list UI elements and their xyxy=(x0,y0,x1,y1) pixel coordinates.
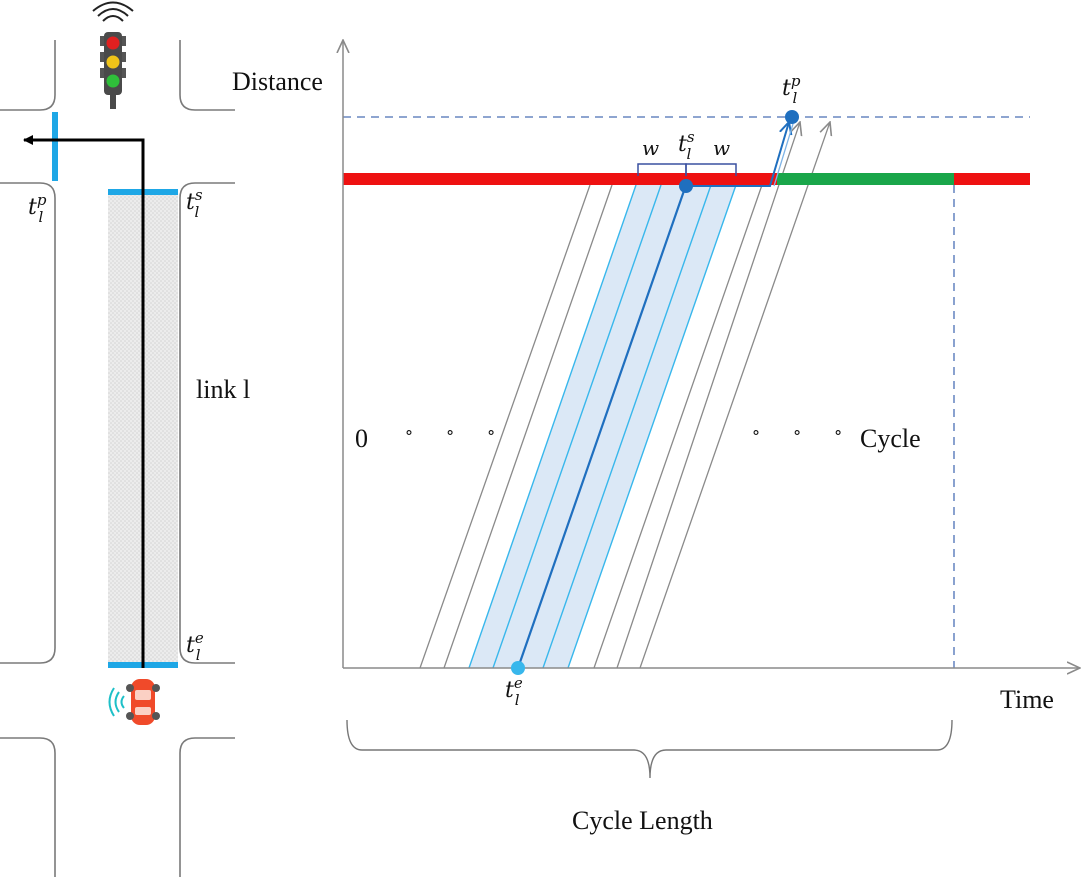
trajectory-light-blue xyxy=(567,184,737,669)
road-edge xyxy=(179,40,235,111)
time-space-diagram: Distance Time 0 ° ° ° ° ° ° Cycle Cycle … xyxy=(232,40,1080,835)
wifi-icon xyxy=(108,687,125,717)
point-tle xyxy=(511,661,525,675)
trajectory-gray xyxy=(593,184,763,669)
trajectory-light-blue xyxy=(542,184,712,669)
trajectory-gray xyxy=(616,122,800,669)
x-axis-label: Time xyxy=(1000,685,1054,714)
link-label: link l xyxy=(196,375,250,404)
zero-label: 0 xyxy=(355,424,368,453)
trajectory-gray xyxy=(639,122,830,669)
y-axis-label: Distance xyxy=(232,67,323,96)
vehicle-route xyxy=(23,135,145,668)
cycle-label: Cycle xyxy=(860,424,921,453)
road-edge xyxy=(0,737,56,877)
trajectory-light-blue xyxy=(492,184,662,669)
car-icon xyxy=(126,679,160,725)
delayed-path-outline xyxy=(773,123,794,187)
road-edge xyxy=(179,737,235,877)
delayed-path xyxy=(686,122,789,187)
point-tls xyxy=(679,179,693,193)
trajectory-light-blue xyxy=(468,184,637,669)
road-edge xyxy=(0,40,56,111)
green-phase-bar xyxy=(777,173,954,185)
trajectory-main xyxy=(516,184,688,669)
traffic-light-icon xyxy=(92,1,134,109)
w-bracket-right xyxy=(685,163,737,176)
road-edge xyxy=(179,182,235,664)
point-tlp xyxy=(785,110,799,124)
trajectory-gray xyxy=(419,184,591,669)
road-edge xyxy=(0,182,56,664)
label-w-left: w xyxy=(642,136,659,160)
cycle-length-brace xyxy=(346,719,953,779)
cycle-length-label: Cycle Length xyxy=(572,806,713,835)
ellipsis-left: ° ° ° xyxy=(405,427,509,446)
red-phase-bar-next xyxy=(954,173,1030,185)
red-phase-bar xyxy=(343,173,777,185)
label-w-right: w xyxy=(713,136,730,160)
ellipsis-right: ° ° ° xyxy=(752,427,856,446)
trajectory-gray xyxy=(443,184,613,669)
